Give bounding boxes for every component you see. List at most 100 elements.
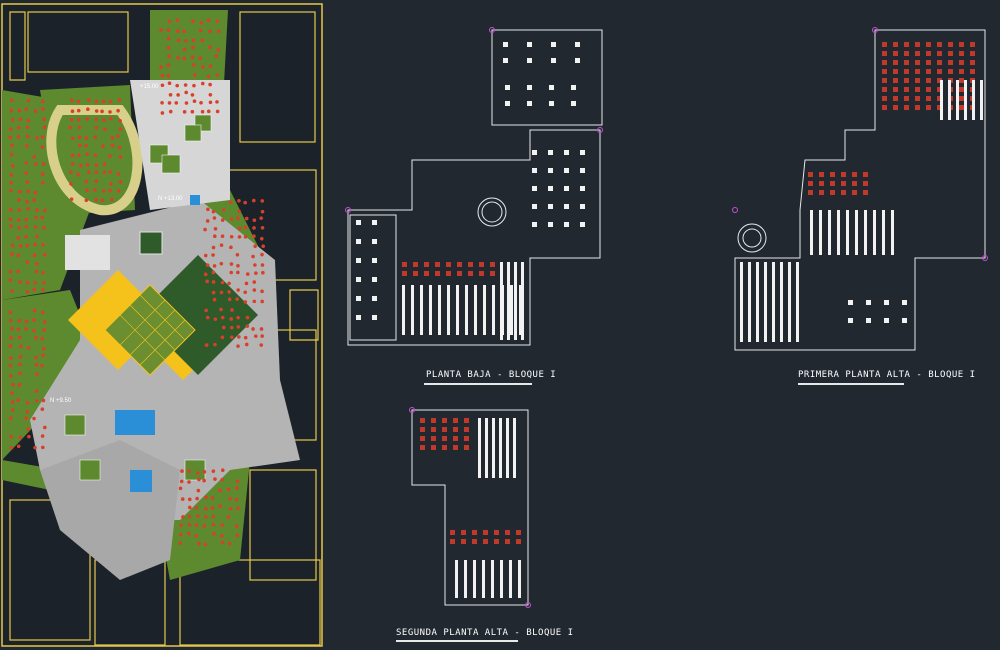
furniture-mark — [959, 87, 964, 92]
shelf-mark — [873, 210, 876, 255]
furniture-mark — [446, 271, 451, 276]
tree-mark — [218, 504, 222, 508]
tree-mark — [229, 262, 234, 266]
tree-mark — [43, 425, 47, 430]
tree-mark — [228, 496, 232, 501]
tree-mark — [17, 208, 21, 212]
tree-mark — [260, 334, 264, 338]
furniture-mark — [959, 69, 964, 74]
tree-mark — [180, 469, 184, 473]
tree-mark — [243, 300, 248, 304]
site-level-label-2: N +13.00 — [158, 196, 183, 202]
tree-mark — [203, 542, 208, 547]
tree-mark — [235, 486, 239, 490]
tree-mark — [69, 197, 74, 201]
tree-mark — [42, 328, 47, 333]
furniture-mark — [580, 204, 585, 209]
tree-mark — [77, 135, 82, 140]
tree-mark — [228, 506, 233, 511]
tree-mark — [220, 280, 225, 285]
shelf-mark — [828, 210, 831, 255]
tree-mark — [236, 216, 240, 220]
furniture-mark — [551, 58, 556, 63]
shelf-mark — [514, 262, 517, 340]
tree-mark — [234, 524, 239, 529]
tree-mark — [181, 515, 185, 519]
furniture-mark — [464, 427, 469, 432]
furniture-mark — [937, 78, 942, 83]
tree-mark — [183, 83, 188, 87]
site-plan — [1, 3, 323, 647]
tree-mark — [32, 308, 37, 313]
tree-mark — [190, 55, 195, 59]
tree-mark — [26, 118, 31, 123]
shelf-mark — [482, 560, 485, 598]
tree-mark — [184, 101, 189, 105]
shelf-mark — [499, 418, 502, 478]
tree-mark — [252, 198, 256, 203]
furniture-mark — [548, 186, 553, 191]
shelf-mark — [518, 560, 521, 598]
tree-mark — [40, 363, 44, 368]
tree-mark — [176, 38, 181, 42]
tree-mark — [159, 28, 163, 32]
tree-mark — [9, 434, 13, 439]
shelf-mark — [492, 285, 495, 335]
tree-mark — [229, 217, 234, 222]
tree-mark — [10, 391, 14, 395]
tree-mark — [25, 409, 30, 414]
grid-marker — [489, 27, 495, 33]
tree-mark — [260, 289, 264, 294]
tree-mark — [260, 263, 265, 267]
tree-mark — [203, 272, 208, 277]
tree-mark — [243, 200, 247, 205]
tree-mark — [16, 398, 21, 403]
tree-mark — [203, 253, 208, 258]
tree-mark — [40, 336, 45, 341]
tree-mark — [41, 270, 45, 275]
furniture-mark — [937, 105, 942, 110]
tree-mark — [101, 99, 106, 104]
tree-mark — [196, 514, 200, 518]
tree-mark — [70, 153, 75, 158]
furniture-mark — [970, 42, 975, 47]
shelf-mark — [980, 80, 983, 120]
tree-mark — [212, 216, 217, 220]
tree-mark — [191, 38, 196, 43]
furniture-mark — [413, 262, 418, 267]
tree-mark — [208, 82, 212, 87]
tree-mark — [227, 297, 232, 302]
tree-mark — [8, 135, 13, 140]
tree-mark — [109, 182, 113, 186]
tree-mark — [215, 100, 219, 104]
furniture-mark — [372, 239, 377, 244]
tree-mark — [17, 218, 21, 222]
tree-mark — [219, 290, 224, 295]
tree-mark — [252, 218, 257, 222]
tree-mark — [41, 346, 46, 351]
tree-mark — [17, 198, 21, 202]
tree-mark — [18, 362, 22, 367]
tree-mark — [85, 188, 89, 193]
tree-mark — [261, 244, 265, 249]
tree-mark — [210, 506, 215, 510]
furniture-mark — [830, 190, 835, 195]
tree-mark — [194, 533, 199, 538]
tree-mark — [192, 83, 196, 88]
tree-mark — [204, 506, 208, 511]
furniture-mark — [937, 60, 942, 65]
furniture-mark — [472, 539, 477, 544]
furniture-mark — [420, 418, 425, 423]
furniture-mark — [402, 262, 407, 267]
tree-mark — [211, 245, 216, 250]
tree-mark — [26, 98, 31, 103]
furniture-mark — [527, 42, 532, 47]
shelf-mark — [473, 560, 476, 598]
title-second-underline — [396, 640, 518, 642]
furniture-mark — [948, 60, 953, 65]
furniture-mark — [926, 42, 931, 47]
furniture-mark — [494, 539, 499, 544]
tree-mark — [215, 19, 220, 24]
tree-mark — [203, 227, 207, 232]
